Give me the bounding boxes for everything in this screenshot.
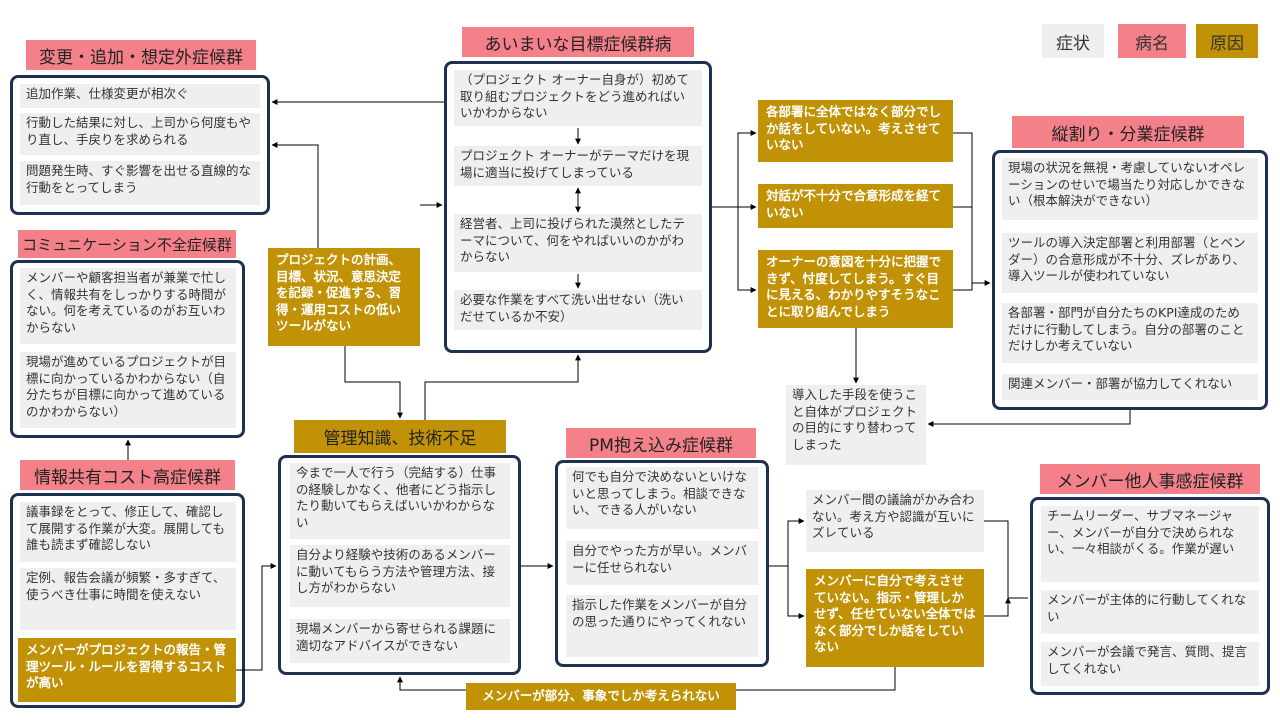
info-cause: メンバーがプロジェクトの報告・管理ツール・ルールを習得するコストが高い <box>18 638 236 702</box>
pm-item-2: 自分でやった方が早い。メンバーに任せられない <box>566 541 758 585</box>
cause-mid-1: 各部署に全体ではなく部分でしか話をしていない。考えさせていない <box>758 100 953 162</box>
comm-item-2: 現場が進めているプロジェクトが目標に向かっているかわからない（自分たちが目標に向… <box>20 352 236 428</box>
mgmt-item-1: 今まで一人で行う（完結する）仕事の経験しかなく、他者にどう指示したり動いてもらえ… <box>290 463 510 539</box>
arrow-mgmt-to-vague <box>424 354 581 420</box>
arrow-member-to-bottom <box>736 667 896 691</box>
legend-symptom: 症状 <box>1042 24 1104 58</box>
arrow-bottom-to-mgmt <box>397 676 466 691</box>
arrow-causes-to-silo <box>953 132 990 291</box>
info-item-2: 定例、報告会議が頻繁・多すぎて、使うべき仕事に時間を使えない <box>20 568 236 630</box>
other-item-1: チームリーダー、サブマネージャー、メンバーが自分で決められない、一々相談がくる。… <box>1041 506 1259 582</box>
pm-item-1: 何でも自分で決めないといけないと思ってしまう。相談できない、できる人がいない <box>566 467 758 529</box>
silo-item-3: 各部署・部門が自分たちのKPI達成のためだけに行動してしまう。自分の部署のことだ… <box>1002 303 1258 363</box>
vague-item-1: （プロジェクト オーナー自身が）初めて取り組むプロジェクトをどう進めればいいかわ… <box>454 70 702 126</box>
cause-mid-3: オーナーの意図を十分に把握できず、忖度してしまう。すぐ目に見える、わかりやすそう… <box>758 250 953 328</box>
pm-group-title: PM抱え込み症候群 <box>566 428 756 458</box>
arrow-silo-to-means <box>927 410 1131 427</box>
arrow-tool-to-mgmt <box>344 346 403 419</box>
pm-item-3: 指示した作業をメンバーが自分の思った通りにやってくれない <box>566 595 758 657</box>
mgmt-group-title: 管理知識、技術不足 <box>294 420 506 453</box>
change-item-3: 問題発生時、すぐ影響を出せる直線的な行動をとってしまう <box>20 161 260 205</box>
silo-group-title: 縦割り・分業症候群 <box>1012 116 1244 148</box>
member-symptom: メンバー間の議論がかみ合わない。考え方や認識が互いにズレている <box>806 490 984 552</box>
silo-item-4: 関連メンバー・部署が協力してくれない <box>1002 374 1258 400</box>
change-group-title: 変更・追加・想定外症候群 <box>26 40 256 70</box>
comm-item-1: メンバーや顧客担当者が兼業で忙しく、情報共有をしっかりする時間がない。何を考えて… <box>20 268 236 344</box>
member-cause: メンバーに自分で考えさせていない。指示・管理しかせず、任せていない全体ではなく部… <box>806 569 984 667</box>
bottom-cause: メンバーが部分、事象でしか考えられない <box>466 683 736 710</box>
vague-item-3: 経営者、上司に投げられた漠然としたテーマについて、何をやればいいのかがわからない <box>454 214 702 272</box>
mgmt-item-3: 現場メンバーから寄せられる課題に適切なアドバイスができない <box>290 619 510 663</box>
legend-cause: 原因 <box>1196 24 1258 58</box>
comm-group-title: コミュニケーション不全症候群 <box>18 230 236 258</box>
info-item-1: 議事録をとって、修正して、確認して展開する作業が大変。展開しても誰も読まず確認し… <box>20 502 236 562</box>
arrow-member-to-other <box>984 520 1028 617</box>
arrow-vague-to-causes <box>712 132 756 291</box>
vague-item-2: プロジェクト オーナーがテーマだけを現場に適当に投げてしまっている <box>454 146 702 186</box>
cause-mid-2: 対話が不十分で合意形成を経ていない <box>758 184 953 228</box>
legend-disease: 病名 <box>1118 24 1186 58</box>
silo-item-1: 現場の状況を無視・考慮していないオペレーションのせいで場当たり対応しかできない（… <box>1002 158 1258 220</box>
tool-cause: プロジェクトの計画、目標、状況、意思決定を記録・促進する、習得・運用コストの低い… <box>268 248 420 346</box>
change-item-2: 行動した結果に対し、上司から何度もやり直し、手戻りを求められる <box>20 113 260 155</box>
other-item-2: メンバーが主体的に行動してくれない <box>1041 590 1259 634</box>
silo-item-2: ツールの導入決定部署と利用部署（とベンダー）の合意形成が不十分、ズレがあり、導入… <box>1002 233 1258 293</box>
change-item-1: 追加作業、仕様変更が相次ぐ <box>20 84 260 108</box>
other-item-3: メンバーが会議で発言、質問、提言してくれない <box>1041 642 1259 686</box>
info-group-title: 情報共有コスト高症候群 <box>20 460 235 490</box>
other-group-title: メンバー他人事感症候群 <box>1040 464 1260 494</box>
vague-item-4: 必要な作業をすべて洗い出せない（洗いだせているか不安） <box>454 290 702 330</box>
mgmt-item-2: 自分より経験や技術のあるメンバーに動いてもらう方法や管理方法、接し方がわからない <box>290 545 510 607</box>
arrow-tool-to-change <box>271 142 319 248</box>
arrow-pm-to-member <box>769 520 804 617</box>
means-symptom: 導入した手段を使うこと自体がプロジェクトの目的にすり替わってしまった <box>786 385 926 465</box>
vague-group-title: あいまいな目標症候群病 <box>462 27 694 57</box>
